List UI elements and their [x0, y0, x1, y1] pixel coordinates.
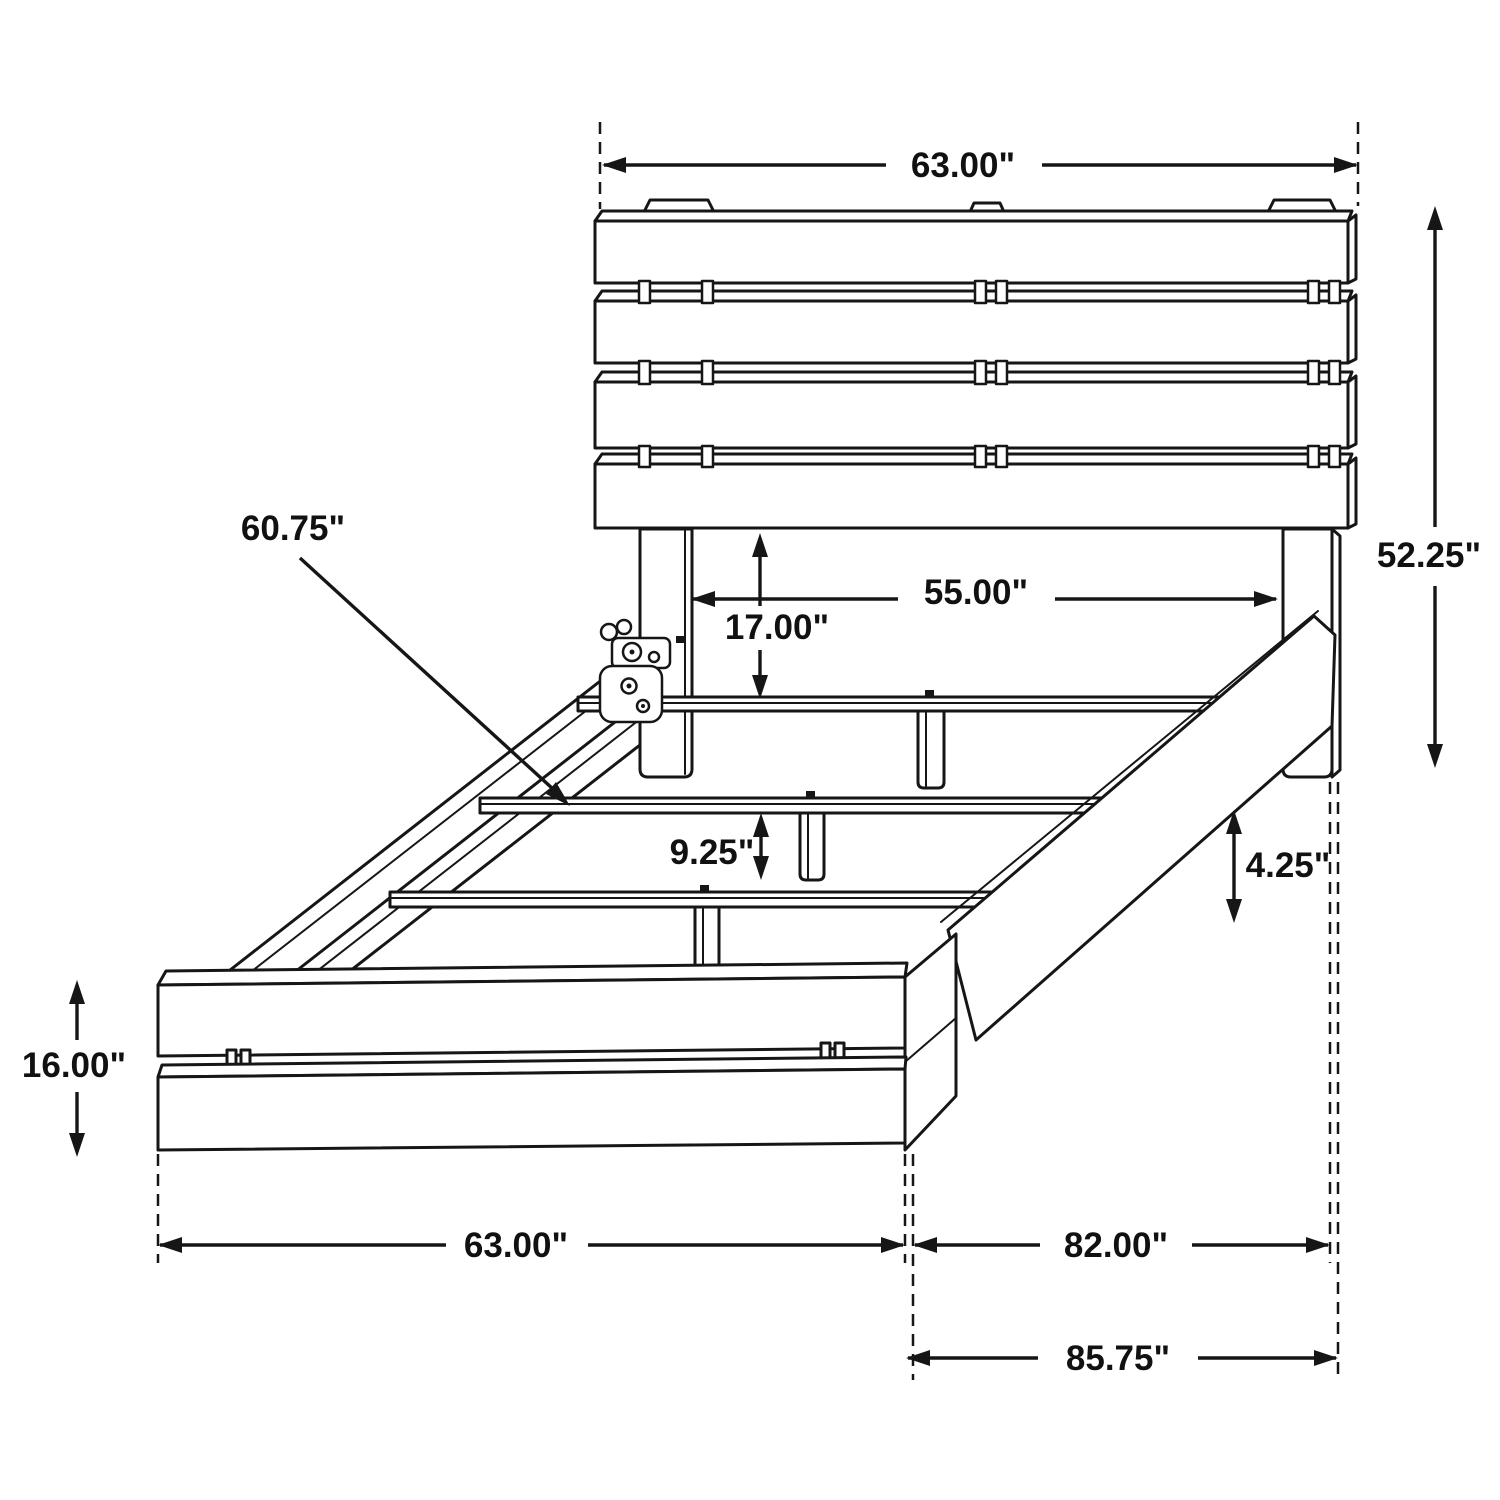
dimension-rail-clearance: 4.25" — [1226, 810, 1330, 923]
dimension-footboard-height: 16.00" — [22, 980, 126, 1157]
bed-slats — [388, 690, 1227, 975]
dimension-headboard-height: 52.25" — [1377, 206, 1481, 768]
rail-clearance-label: 4.25" — [1246, 846, 1331, 885]
dimension-inner-width: 55.00" — [691, 573, 1278, 612]
dimension-headboard-width: 63.00" — [602, 146, 1358, 185]
cross-slat-front — [388, 885, 997, 975]
far-side-rail — [223, 648, 674, 1012]
dimension-slat-length: 60.75" — [241, 509, 570, 806]
dimension-underbed-clearance: 17.00" — [725, 533, 829, 699]
headboard-slat-3 — [593, 370, 1358, 450]
slat-support-leg — [798, 811, 826, 882]
slat-support-leg — [916, 709, 946, 790]
footboard-height-label: 16.00" — [22, 1046, 126, 1085]
inner-length-label: 82.00" — [1064, 1226, 1168, 1265]
headboard-slat-4 — [593, 452, 1358, 530]
footboard — [156, 932, 958, 1152]
dimension-overall-length: 85.75" — [906, 1339, 1338, 1378]
dimension-inner-length: 82.00" — [913, 1226, 1330, 1265]
footboard-side-face — [903, 932, 958, 1152]
projection-lines — [156, 122, 1360, 1380]
headboard-slat-2 — [593, 289, 1358, 365]
headboard-slat-1 — [593, 209, 1358, 285]
footboard-width-label: 63.00" — [464, 1226, 568, 1265]
headboard — [593, 198, 1358, 530]
near-side-rail — [940, 610, 1337, 1042]
cross-slat-rear — [576, 690, 1227, 790]
headboard-slat-connectors — [637, 279, 1342, 469]
dimension-slat-height: 9.25" — [670, 813, 769, 880]
headboard-height-label: 52.25" — [1377, 536, 1481, 575]
inner-width-label: 55.00" — [924, 573, 1028, 612]
underbed-clearance-label: 17.00" — [725, 608, 829, 647]
slat-length-label: 60.75" — [241, 509, 345, 548]
cross-slat-middle — [478, 791, 1107, 882]
footboard-lower-slat — [156, 1067, 907, 1152]
headboard-width-label: 63.00" — [911, 146, 1015, 185]
rail-bracket — [598, 618, 685, 724]
footboard-upper-slat — [156, 975, 907, 1058]
slat-support-leg — [693, 905, 721, 975]
slat-height-label: 9.25" — [670, 833, 755, 872]
overall-length-label: 85.75" — [1066, 1339, 1170, 1378]
dimension-footboard-width: 63.00" — [158, 1226, 905, 1265]
